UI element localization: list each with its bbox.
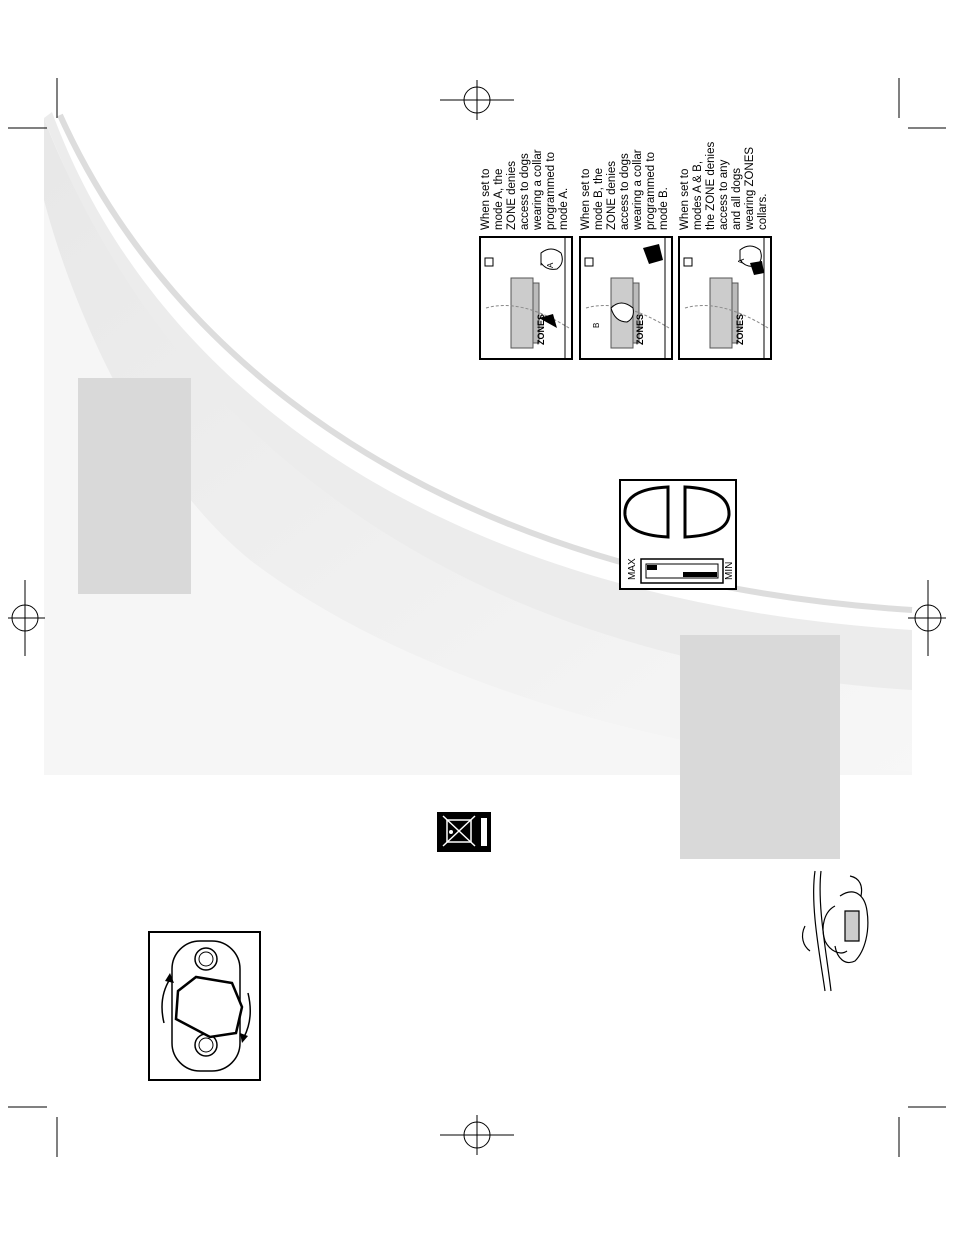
- caption-line: the ZONE denies: [705, 141, 717, 230]
- mode-a-dog-label: A: [546, 262, 555, 268]
- slider-max-label: MAX: [627, 558, 638, 580]
- range-slider-diagram: [619, 479, 737, 590]
- caption-line: access to any: [718, 159, 730, 230]
- caption-line: modes A & B,: [692, 160, 704, 230]
- mode-ab-illustration: [678, 236, 772, 360]
- dial-drawing: [161, 940, 251, 1072]
- couch-dog-ab-drawing: [683, 238, 769, 358]
- caption-line: collars.: [757, 193, 769, 230]
- mode-ab-caption: When set to modes A & B, the ZONE denies…: [679, 142, 770, 230]
- mode-ab-dog-label: A: [737, 258, 746, 264]
- caption-line: and all dogs: [731, 167, 743, 230]
- caption-line: ZONE denies: [606, 160, 618, 230]
- caption-line: programmed to: [545, 152, 557, 230]
- mode-b-brand: ZONES: [635, 313, 645, 345]
- caption-line: wearing ZONES: [744, 146, 756, 230]
- couch-dog-a-drawing: Z: [484, 238, 570, 358]
- crossed-bin-icon: [437, 812, 491, 852]
- mode-b-dog-label: B: [592, 322, 601, 328]
- couch-dog-b-drawing: [584, 238, 670, 358]
- left-gray-sidebar: [78, 378, 191, 594]
- mode-a-brand: ZONES: [536, 313, 546, 345]
- caption-line: wearing a collar: [532, 149, 544, 230]
- dial-rotation-diagram: [148, 931, 261, 1081]
- mode-b-caption: When set to mode B, the ZONE denies acce…: [580, 149, 671, 230]
- caption-line: ZONE denies: [506, 160, 518, 230]
- buttons-drawing: [623, 485, 731, 584]
- caption-line: wearing a collar: [632, 149, 644, 230]
- caption-line: mode B, the: [593, 167, 605, 230]
- mode-a-illustration: Z: [479, 236, 573, 360]
- mode-a-caption: When set to mode A, the ZONE denies acce…: [480, 149, 571, 230]
- caption-line: programmed to: [645, 152, 657, 230]
- caption-line: mode A, the: [493, 168, 505, 230]
- caption-line: mode A.: [558, 187, 570, 230]
- caption-line: When set to: [580, 168, 592, 230]
- mode-ab-brand: ZONES: [735, 313, 745, 345]
- caption-line: When set to: [679, 168, 691, 230]
- caption-line: access to dogs: [619, 153, 631, 230]
- mode-b-illustration: [579, 236, 673, 360]
- slider-min-label: MIN: [724, 561, 735, 580]
- caption-line: When set to: [480, 168, 492, 230]
- caption-line: access to dogs: [519, 153, 531, 230]
- collar-hand-illustration: [801, 870, 869, 992]
- right-gray-sidebar: [680, 635, 840, 859]
- caption-line: mode B.: [658, 187, 670, 230]
